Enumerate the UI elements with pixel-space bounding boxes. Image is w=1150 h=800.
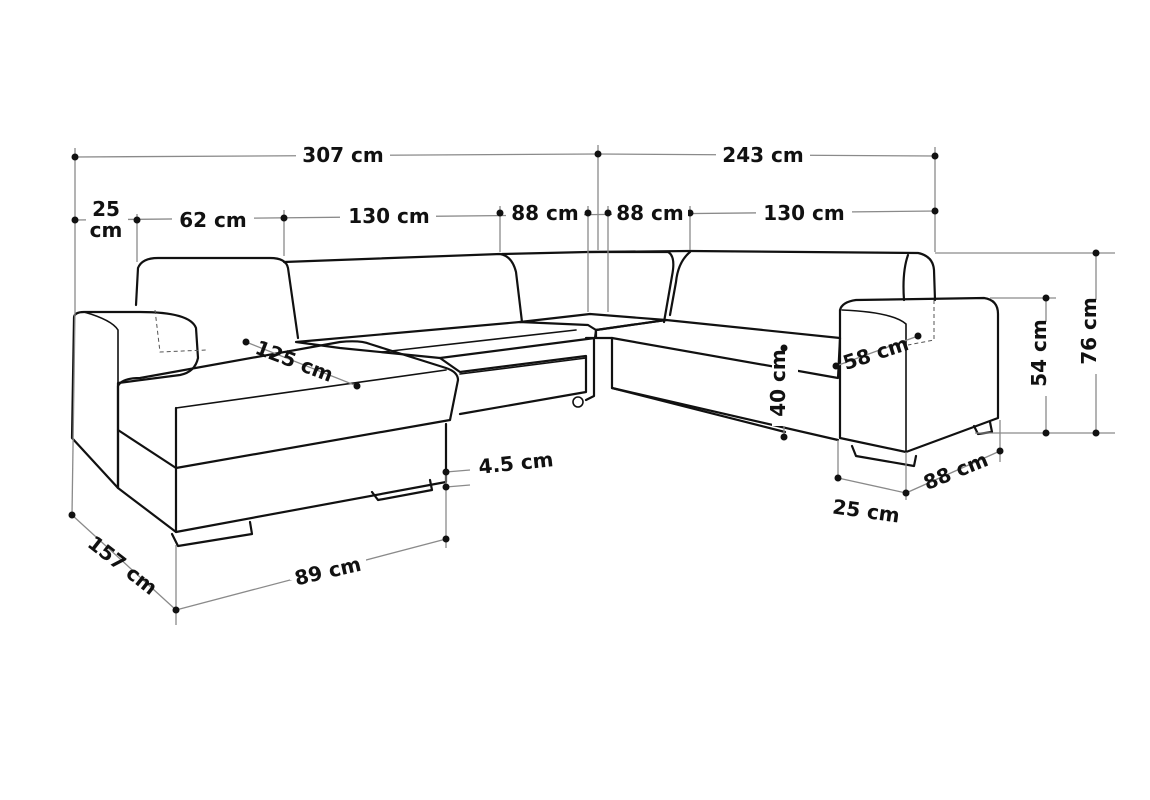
label-seat-height: 40 cm — [766, 349, 790, 417]
label-corner-right: 88 cm — [616, 201, 684, 225]
label-armrest-height: 54 cm — [1027, 319, 1051, 387]
label-armrest-depth-left: 62 cm — [179, 208, 247, 232]
right-leg-front — [850, 444, 918, 468]
seat-left — [294, 320, 598, 360]
back-cushion-right — [668, 250, 692, 317]
label-armrest-left-unit: cm — [90, 218, 123, 242]
back-cushion-middle — [282, 252, 524, 324]
label-armrest-left-number: 25 — [92, 197, 120, 221]
chaise-leg-back — [370, 478, 434, 502]
label-chaise-depth: 157 cm — [83, 531, 162, 600]
chaise-base — [116, 422, 448, 534]
chaise-top-line — [175, 369, 447, 409]
seat-right-front — [610, 336, 787, 434]
label-chaise-length: 125 cm — [252, 335, 337, 387]
label-total-width-left: 307 cm — [302, 143, 383, 167]
back-cushion-left — [134, 256, 300, 340]
label-seat-depth: 58 cm — [840, 331, 912, 375]
left-arm — [70, 310, 200, 490]
seat-left-line — [381, 329, 577, 353]
left-arm-top — [83, 311, 119, 384]
label-armrest-right: 25 cm — [831, 494, 901, 527]
label-seat-width-left: 130 cm — [348, 204, 429, 228]
chaise-leg-front — [170, 520, 254, 548]
label-seat-width-right: 130 cm — [763, 201, 844, 225]
label-total-width-right: 243 cm — [722, 143, 803, 167]
hidden-left-arm — [154, 309, 207, 353]
label-leg-height: 4.5 cm — [477, 447, 554, 479]
label-total-height: 76 cm — [1077, 297, 1101, 365]
hidden-right-arm — [907, 300, 935, 346]
back-top-line — [500, 249, 937, 302]
label-corner-left: 88 cm — [511, 201, 579, 225]
sofa-drawing — [70, 249, 1000, 548]
middle-front-edge — [584, 336, 596, 402]
middle-front — [438, 354, 588, 416]
label-right-depth: 88 cm — [920, 447, 992, 495]
back-cushion-corner — [586, 250, 675, 324]
middle-leg — [572, 396, 584, 408]
middle-front-line — [459, 357, 587, 375]
right-arm — [838, 296, 1000, 454]
right-arm-top — [841, 309, 907, 453]
seat-right — [594, 318, 842, 380]
chaise-cushion — [116, 340, 460, 470]
back-cushion-right-edge — [902, 253, 910, 302]
seat-right-base — [610, 386, 840, 442]
dimension-labels: 307 cm 243 cm 25 cm 62 cm 130 cm 88 cm 8… — [83, 140, 1109, 600]
